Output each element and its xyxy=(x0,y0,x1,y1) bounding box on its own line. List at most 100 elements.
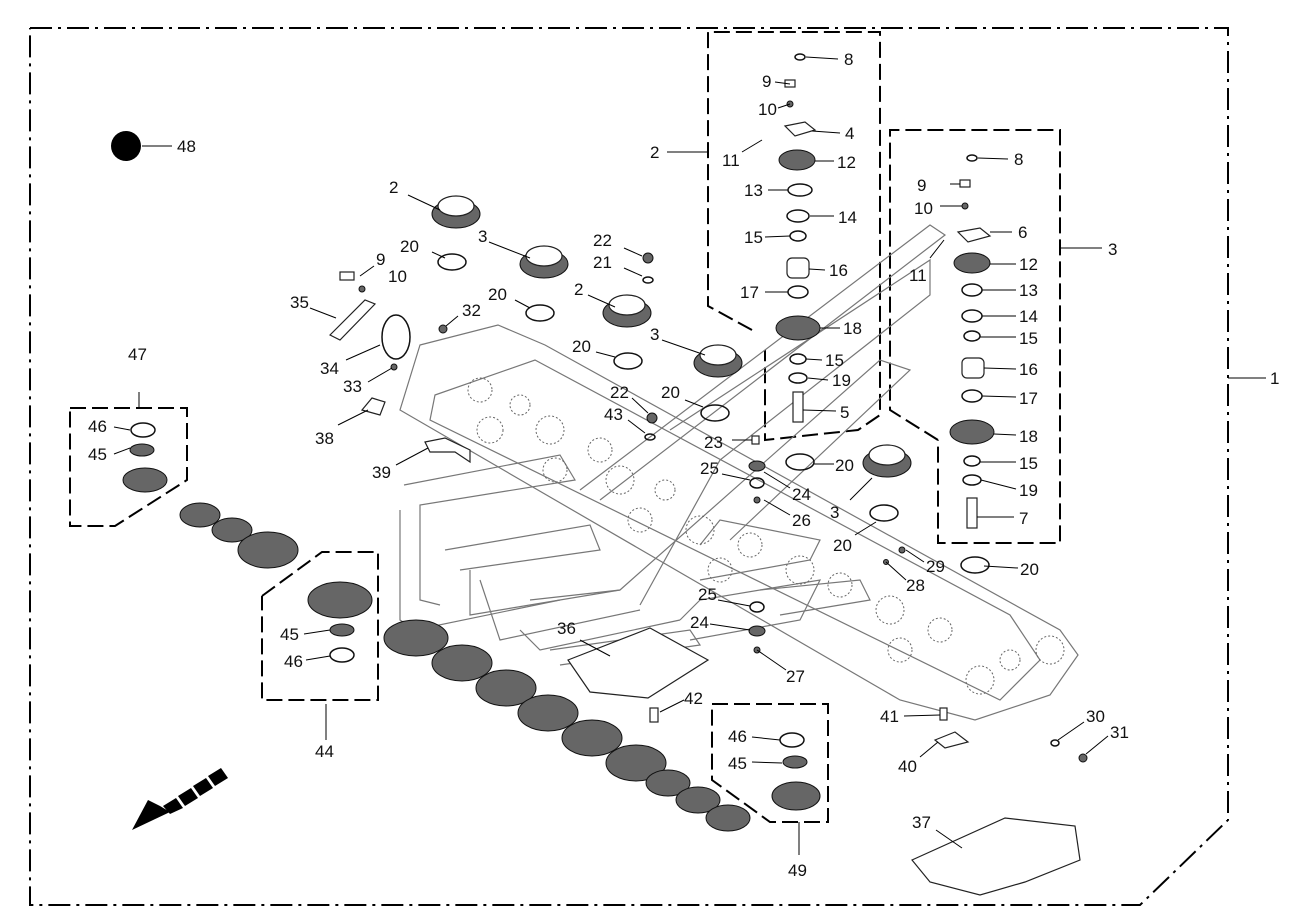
callout: 11 xyxy=(909,266,927,285)
assembly-frame xyxy=(29,27,1229,906)
callout: 20 xyxy=(488,285,507,304)
callout: 3 xyxy=(478,227,487,246)
callout: 21 xyxy=(593,253,612,272)
callout: 10 xyxy=(388,267,407,286)
callout-labels: 48 2 3 2 3 20 20 20 20 9 10 35 32 34 33 … xyxy=(88,50,1279,880)
callout: 45 xyxy=(88,445,107,464)
filled-circle-icon xyxy=(111,131,141,161)
callout: 47 xyxy=(128,345,147,364)
callout: 40 xyxy=(898,757,917,776)
callout: 36 xyxy=(557,619,576,638)
callout: 48 xyxy=(177,137,196,156)
callout: 25 xyxy=(700,459,719,478)
callout: 10 xyxy=(914,199,933,218)
callout: 13 xyxy=(1019,281,1038,300)
callout: 6 xyxy=(1018,223,1027,242)
callout: 18 xyxy=(1019,427,1038,446)
callout: 4 xyxy=(845,124,854,143)
subassembly-47-box xyxy=(69,407,188,527)
callout: 34 xyxy=(320,359,339,378)
callout: 20 xyxy=(835,456,854,475)
callout: 35 xyxy=(290,293,309,312)
callout: 28 xyxy=(906,576,925,595)
callout: 9 xyxy=(917,176,926,195)
small-parts xyxy=(328,252,1088,763)
callout: 15 xyxy=(744,228,763,247)
callout: 32 xyxy=(462,301,481,320)
callout: 14 xyxy=(838,208,857,227)
stack-3-parts xyxy=(949,154,995,529)
callout: 22 xyxy=(593,231,612,250)
callout: 44 xyxy=(315,742,334,761)
callout: 20 xyxy=(661,383,680,402)
callout: 29 xyxy=(926,557,945,576)
callout: 37 xyxy=(912,813,931,832)
callout: 15 xyxy=(1019,329,1038,348)
subassembly-3-box xyxy=(889,129,1061,544)
skid-plate-36 xyxy=(567,627,710,699)
callout: 3 xyxy=(830,503,839,522)
callout: 39 xyxy=(372,463,391,482)
callout: 12 xyxy=(837,153,856,172)
callout: 17 xyxy=(1019,389,1038,408)
callout: 26 xyxy=(792,511,811,530)
callout: 24 xyxy=(792,485,811,504)
callout: 22 xyxy=(610,383,629,402)
callout: 31 xyxy=(1110,723,1129,742)
callout: 41 xyxy=(880,707,899,726)
callout: 46 xyxy=(728,727,747,746)
leader-lines xyxy=(113,56,1266,855)
callout: 49 xyxy=(788,861,807,880)
stack-2-parts xyxy=(775,53,821,423)
callout: 2 xyxy=(389,178,398,197)
callout: 3 xyxy=(1108,240,1117,259)
callout: 9 xyxy=(762,72,771,91)
forward-arrow-icon xyxy=(132,768,228,830)
subassembly-49-box xyxy=(711,703,829,823)
cutter-discs xyxy=(122,443,821,832)
callout: 20 xyxy=(400,237,419,256)
callout: 38 xyxy=(315,429,334,448)
callout: 20 xyxy=(833,536,852,555)
callout: 10 xyxy=(758,100,777,119)
callout: 17 xyxy=(740,283,759,302)
callout: 2 xyxy=(574,280,583,299)
callout: 13 xyxy=(744,181,763,200)
callout: 24 xyxy=(690,613,709,632)
callout: 15 xyxy=(825,351,844,370)
cutter-heads xyxy=(431,195,912,478)
callout: 20 xyxy=(572,337,591,356)
callout: 14 xyxy=(1019,307,1038,326)
o-rings xyxy=(130,253,990,748)
callout: 9 xyxy=(376,250,385,269)
callout: 1 xyxy=(1270,369,1279,388)
bar-gears xyxy=(467,377,1065,695)
callout: 20 xyxy=(1020,560,1039,579)
callout: 27 xyxy=(786,667,805,686)
callout: 16 xyxy=(1019,360,1038,379)
callout: 8 xyxy=(1014,150,1023,169)
subassembly-44-box xyxy=(261,551,379,701)
callout: 2 xyxy=(650,143,659,162)
callout: 45 xyxy=(280,625,299,644)
callout: 3 xyxy=(650,325,659,344)
callout: 18 xyxy=(843,319,862,338)
subassembly-2-box xyxy=(707,31,881,442)
callout: 11 xyxy=(722,151,740,170)
callout: 19 xyxy=(832,371,851,390)
callout: 5 xyxy=(840,403,849,422)
callout: 8 xyxy=(844,50,853,69)
callout: 33 xyxy=(343,377,362,396)
callout: 15 xyxy=(1019,454,1038,473)
callout: 46 xyxy=(284,652,303,671)
callout: 25 xyxy=(698,585,717,604)
callout: 42 xyxy=(684,689,703,708)
skid-plate-37 xyxy=(911,817,1081,896)
callout: 30 xyxy=(1086,707,1105,726)
callout: 23 xyxy=(704,433,723,452)
callout: 16 xyxy=(829,261,848,280)
callout: 7 xyxy=(1019,509,1028,528)
callout: 43 xyxy=(604,405,623,424)
callout: 12 xyxy=(1019,255,1038,274)
